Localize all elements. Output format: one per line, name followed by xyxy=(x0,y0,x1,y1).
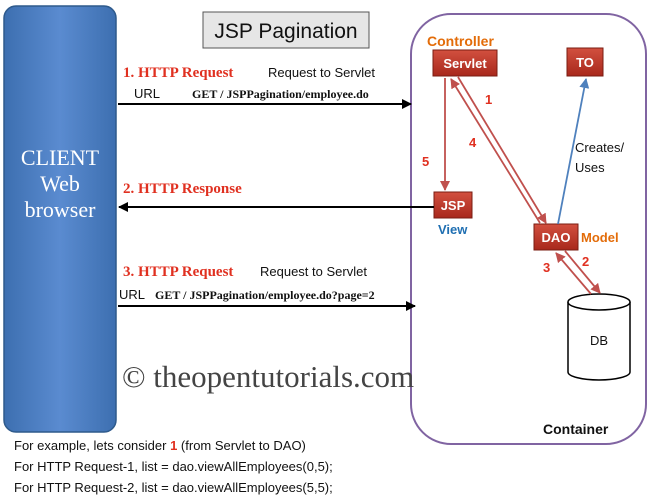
servlet-box xyxy=(432,49,498,77)
flow-number-5: 5 xyxy=(422,154,429,169)
view-label: View xyxy=(438,222,468,237)
flow1-arrow xyxy=(457,76,547,224)
container-box xyxy=(410,13,647,445)
creates-uses-line1: Creates/ xyxy=(575,140,625,155)
dao-label: DAO xyxy=(542,230,571,245)
jsp-label: JSP xyxy=(441,198,466,213)
response2-title: 2. HTTP Response xyxy=(123,181,242,197)
client-box xyxy=(3,5,117,433)
request1-desc: Request to Servlet xyxy=(268,65,375,80)
flow3-arrow xyxy=(555,252,592,295)
jsp-box xyxy=(433,191,473,219)
client-line3: browser xyxy=(25,197,97,222)
servlet-label: Servlet xyxy=(443,56,487,71)
request3-url: GET / JSPPagination/employee.do?page=2 xyxy=(155,288,375,302)
to-box xyxy=(566,47,604,77)
request1-url-label: URL xyxy=(134,86,160,101)
model-label: Model xyxy=(581,230,619,245)
request1-title: 1. HTTP Request xyxy=(123,65,233,81)
dao-box xyxy=(533,223,579,251)
request1-url: GET / JSPPagination/employee.do xyxy=(192,87,369,101)
request3-desc: Request to Servlet xyxy=(260,264,367,279)
client-line2: Web xyxy=(40,171,80,196)
flow-number-1: 1 xyxy=(485,92,492,107)
title-box xyxy=(202,11,370,49)
request3-title: 3. HTTP Request xyxy=(123,264,233,280)
to-label: TO xyxy=(576,55,594,70)
note-line3: For HTTP Request-2, list = dao.viewAllEm… xyxy=(14,480,333,495)
container-label: Container xyxy=(543,421,609,437)
flow2-arrow xyxy=(564,250,601,294)
flow-number-4: 4 xyxy=(469,135,477,150)
note-line2: For HTTP Request-1, list = dao.viewAllEm… xyxy=(14,459,333,474)
controller-label: Controller xyxy=(427,33,494,49)
flow-number-2: 2 xyxy=(582,254,589,269)
note-line1: For example, lets consider 1 (from Servl… xyxy=(14,438,306,453)
creates-uses-arrow xyxy=(557,78,590,225)
page-title: JSP Pagination xyxy=(214,20,357,43)
creates-uses-line2: Uses xyxy=(575,160,605,175)
watermark: © theopentutorials.com xyxy=(122,359,414,394)
db-cylinder xyxy=(567,293,631,381)
flow4-arrow xyxy=(450,78,541,224)
db-label: DB xyxy=(590,333,608,348)
request3-url-label: URL xyxy=(119,287,145,302)
flow-number-3: 3 xyxy=(543,260,550,275)
client-line1: CLIENT xyxy=(21,145,100,170)
